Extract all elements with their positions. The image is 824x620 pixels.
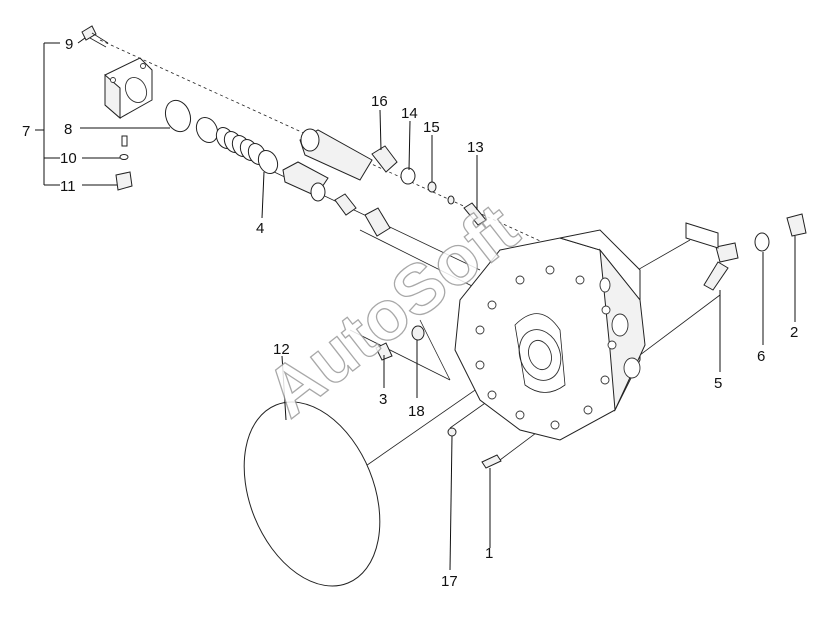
flange-block: [104, 57, 153, 120]
dowel-1: [481, 454, 502, 469]
callout-3: 3: [379, 391, 387, 408]
pin-10: [121, 135, 128, 147]
ring-18: [411, 325, 425, 341]
gasket-large: [243, 401, 381, 587]
bolt-top: [81, 25, 109, 48]
callout-1: 1: [485, 545, 493, 562]
callout-2: 2: [790, 324, 798, 341]
callout-9: 9: [65, 36, 73, 53]
valve-spool-lower: [282, 161, 329, 202]
callout-16: 16: [371, 93, 388, 110]
callout-18: 18: [408, 403, 425, 420]
callout-5: 5: [714, 375, 722, 392]
cap-16: [371, 145, 398, 173]
washer-15b: [447, 195, 455, 205]
callout-13: 13: [467, 139, 484, 156]
label-plate: [685, 222, 719, 249]
callout-12: 12: [273, 341, 290, 358]
main-housing: [454, 229, 646, 441]
ring-10: [119, 154, 129, 160]
callout-4: 4: [256, 220, 264, 237]
washer-15: [427, 181, 437, 193]
valve-spool-upper: [299, 128, 373, 181]
callout-14: 14: [401, 105, 418, 122]
pin-17: [447, 427, 457, 437]
callout-8: 8: [64, 121, 72, 138]
sleeve-lower: [364, 207, 391, 237]
fitting-3: [375, 342, 393, 361]
callout-7: 7: [22, 123, 30, 140]
callout-17: 17: [441, 573, 458, 590]
callout-6: 6: [757, 348, 765, 365]
leader-lines: [35, 37, 796, 571]
callout-labels: 1 2 3 4 5 6 7 8 9 10 11 12 13 14 15 16 1…: [22, 36, 798, 590]
spring-13: [463, 202, 487, 226]
o-ring-6: [754, 232, 770, 252]
bolt-5: [703, 242, 739, 291]
small-spring-lower: [334, 193, 357, 216]
spring-assembly: [195, 116, 279, 175]
o-ring-8: [164, 99, 192, 133]
plug-2: [786, 213, 807, 237]
callout-11: 11: [60, 178, 76, 195]
callout-10: 10: [60, 150, 77, 167]
o-ring-14: [400, 167, 416, 185]
callout-15: 15: [423, 119, 440, 136]
plug-11: [115, 171, 133, 191]
